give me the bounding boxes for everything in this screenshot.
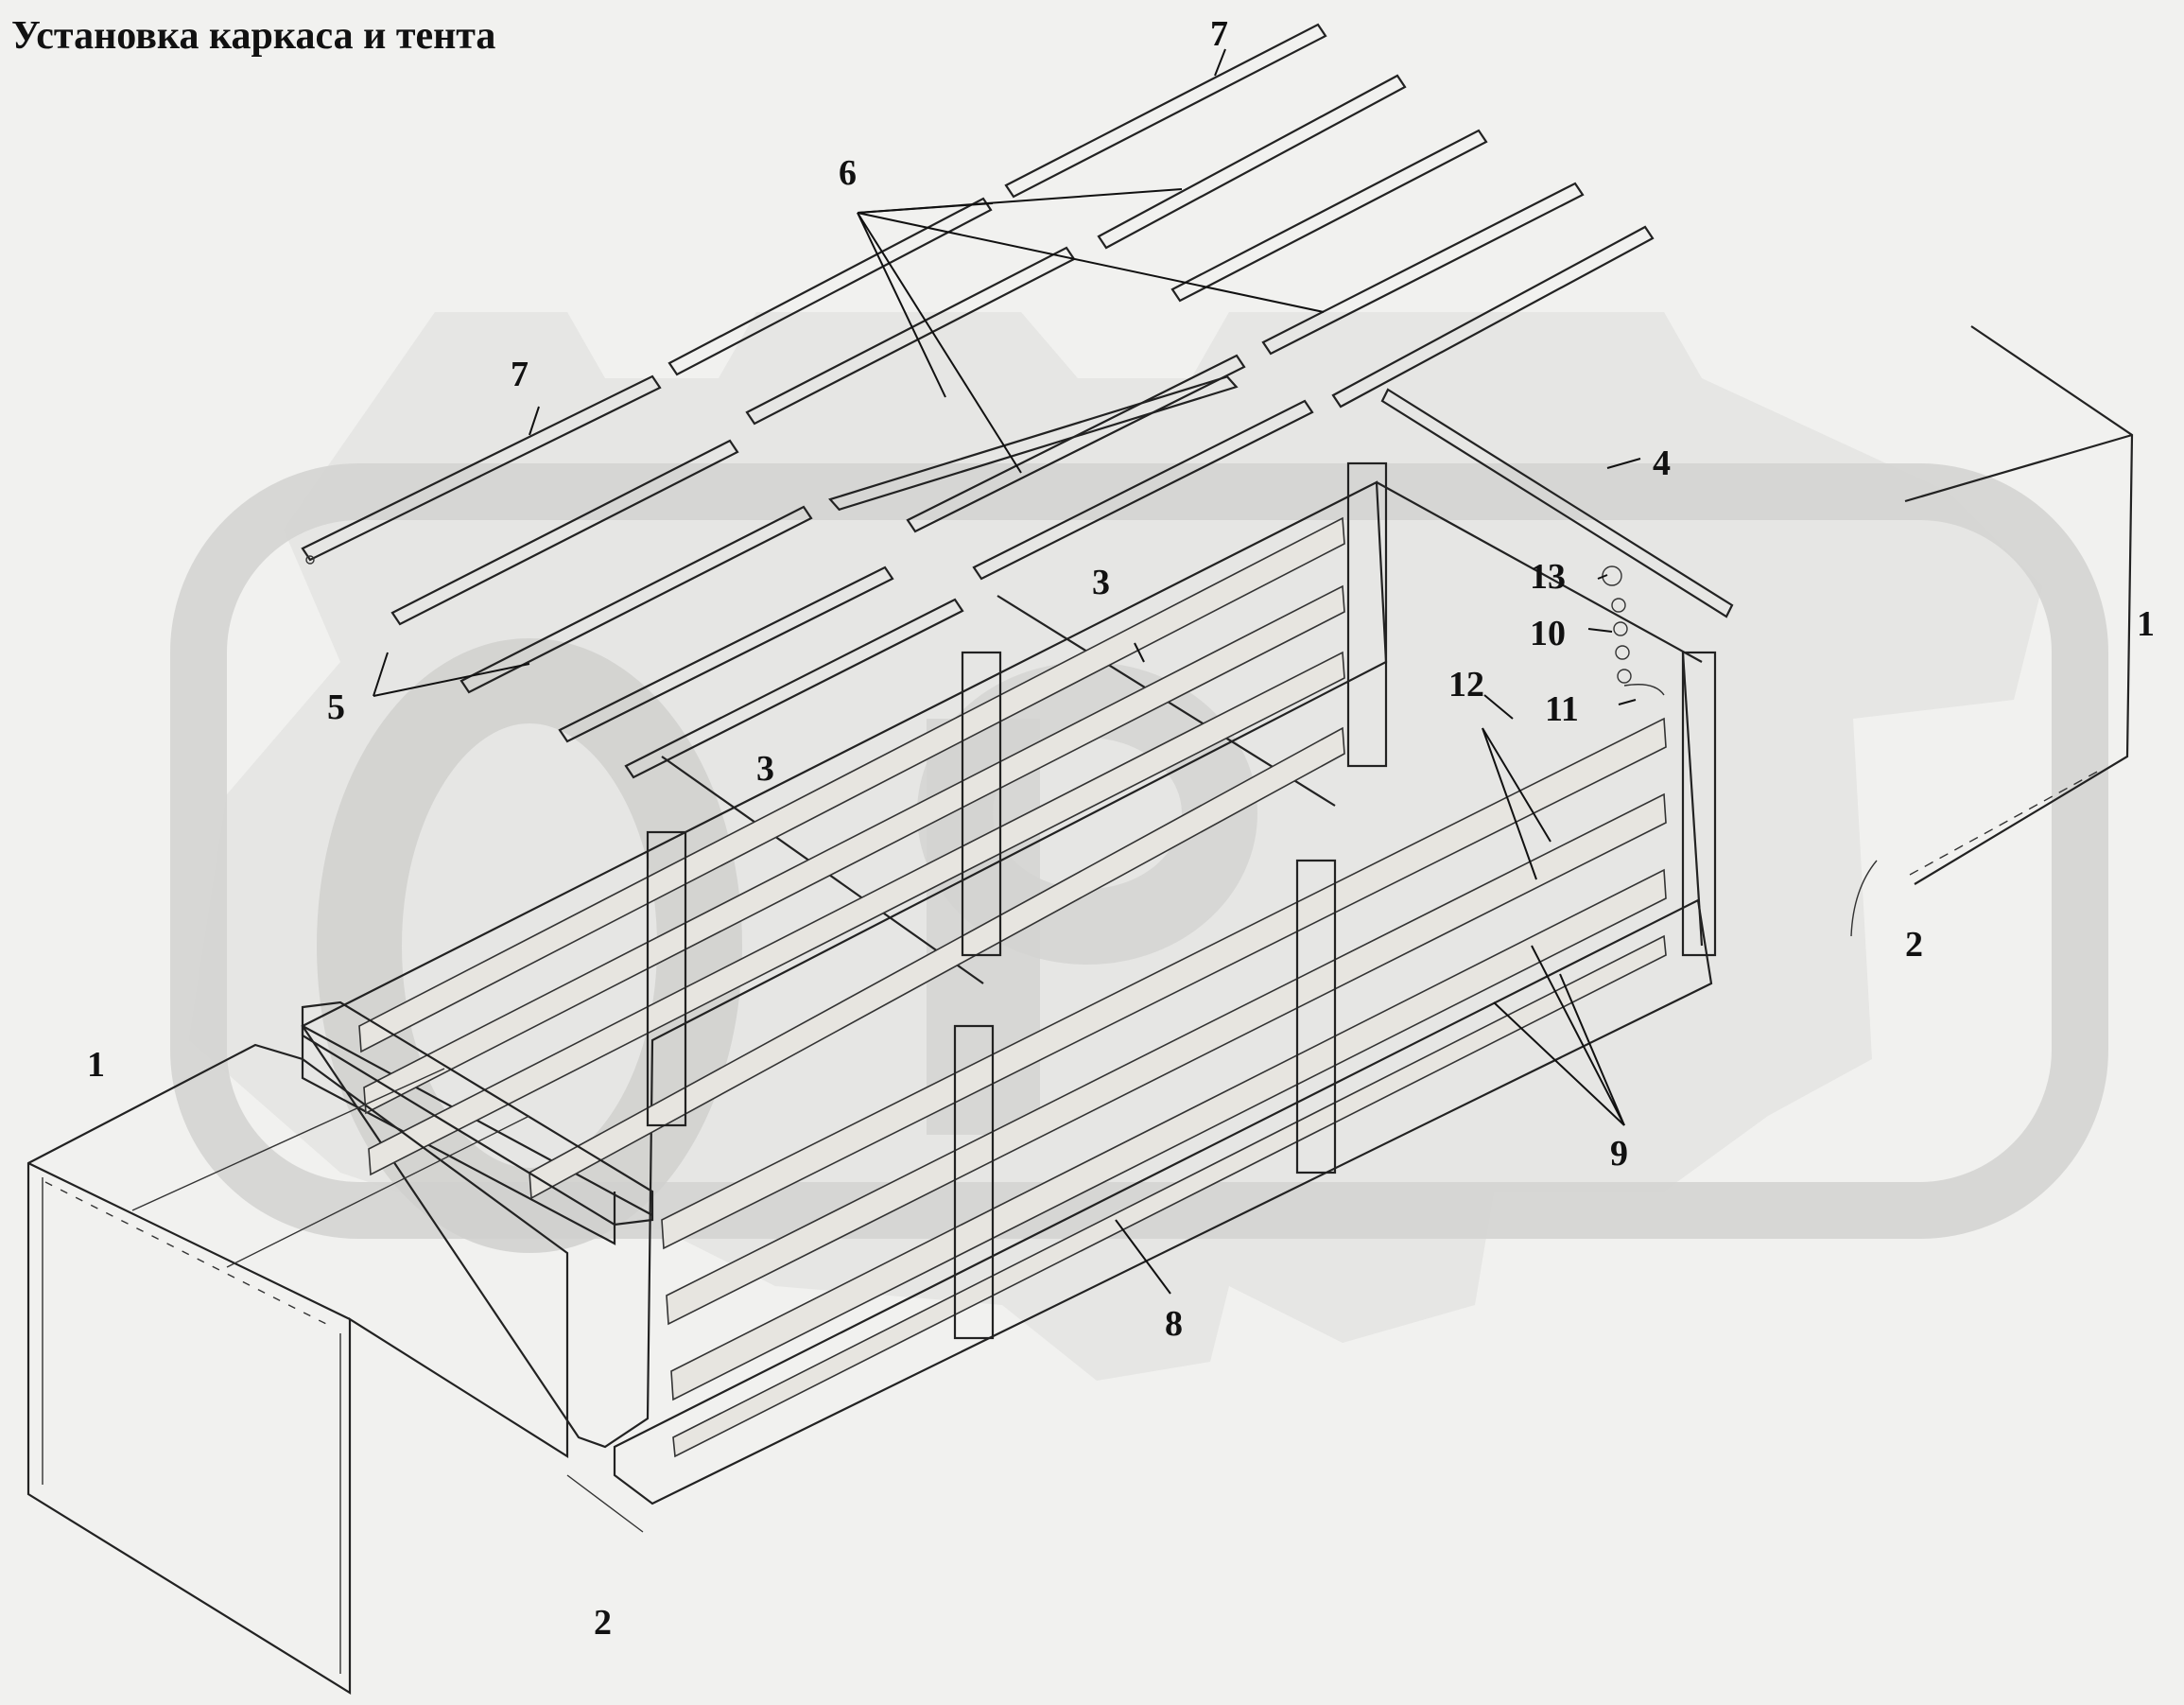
callouts: 1 1 2 2 3 3 4 5 6 7 7 8 9 10 11 12 13 — [87, 14, 2155, 1643]
stakes — [646, 461, 1717, 1340]
tarp-front — [26, 1043, 644, 1695]
callout-7-top: 7 — [1210, 14, 1228, 54]
callout-13: 13 — [1530, 557, 1566, 597]
roof-bow — [301, 374, 662, 565]
callout-3-left: 3 — [756, 749, 774, 789]
rear-crossbar — [1380, 388, 1734, 618]
roof-bow — [558, 565, 894, 743]
callout-12: 12 — [1448, 665, 1484, 705]
callout-3-top: 3 — [1092, 563, 1110, 602]
roof-bow — [1331, 225, 1655, 409]
callout-10: 10 — [1530, 614, 1566, 653]
roof-bows — [301, 23, 1655, 779]
callout-7-left: 7 — [511, 355, 529, 394]
roof-bow — [906, 354, 1246, 533]
roof-bow — [1170, 129, 1488, 303]
roof-bow — [667, 197, 993, 376]
callout-4: 4 — [1653, 444, 1671, 483]
roof-bow — [1004, 23, 1327, 199]
roof-bow — [972, 399, 1314, 581]
callout-9: 9 — [1610, 1134, 1628, 1174]
callout-6: 6 — [839, 153, 857, 193]
callout-1-right: 1 — [2137, 604, 2155, 644]
roof-bow — [828, 375, 1239, 512]
callout-8: 8 — [1165, 1304, 1183, 1344]
roof-bow — [390, 439, 739, 626]
roof-bow — [1261, 182, 1585, 356]
leader-lines — [373, 48, 1641, 1295]
callout-1-left: 1 — [87, 1045, 105, 1085]
tarp-rear — [1850, 325, 2134, 937]
callout-11: 11 — [1545, 689, 1579, 729]
callout-5: 5 — [327, 687, 345, 727]
near-side-slats — [661, 717, 1667, 1458]
roof-bow — [459, 505, 813, 694]
diagram-title: Установка каркаса и тента — [11, 14, 496, 58]
roof-bow — [624, 598, 964, 779]
roof-bow — [1097, 74, 1407, 250]
far-side-slats — [358, 516, 1345, 1200]
callout-2-left: 2 — [594, 1603, 612, 1643]
callout-2-right: 2 — [1905, 925, 1923, 965]
cargo-body — [301, 461, 1717, 1505]
